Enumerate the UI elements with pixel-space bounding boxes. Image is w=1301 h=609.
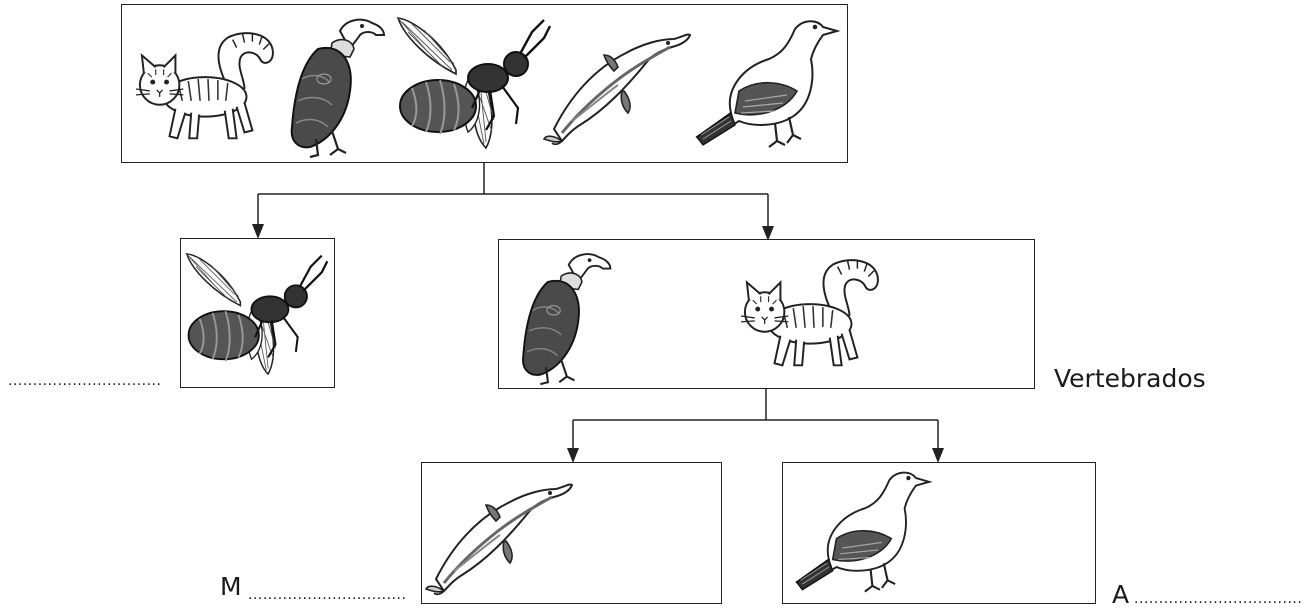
cat-icon: [739, 254, 887, 374]
pigeon-icon: [690, 9, 842, 159]
mammal-box: [421, 462, 722, 604]
bird-answer-blank[interactable]: ...................................: [1134, 591, 1301, 607]
vertebrates-box: [498, 239, 1035, 389]
cat-icon: [134, 27, 282, 147]
invertebrates-box: [180, 238, 335, 388]
pigeon-icon: [787, 461, 937, 603]
mammal-label-prefix: M: [220, 572, 242, 601]
vulture-icon: [280, 9, 390, 159]
bird-box: [782, 462, 1096, 604]
wasp-icon: [394, 11, 554, 153]
dolphin-icon: [542, 25, 692, 145]
all-animals-box: [121, 4, 848, 163]
vulture-icon: [509, 244, 619, 386]
wasp-icon: [183, 243, 331, 383]
mammal-answer-blank[interactable]: ................................: [248, 587, 407, 603]
bird-label-prefix: A: [1112, 580, 1130, 609]
arrowhead-bird: [932, 448, 944, 463]
invertebrates-answer-blank[interactable]: ...............................: [8, 373, 162, 389]
arrowhead-vertebrates: [762, 226, 774, 241]
vertebrates-label: Vertebrados: [1054, 364, 1206, 393]
arrowhead-mammal: [567, 448, 579, 463]
dolphin-icon: [424, 471, 574, 599]
arrowhead-invertebrates: [252, 224, 264, 239]
